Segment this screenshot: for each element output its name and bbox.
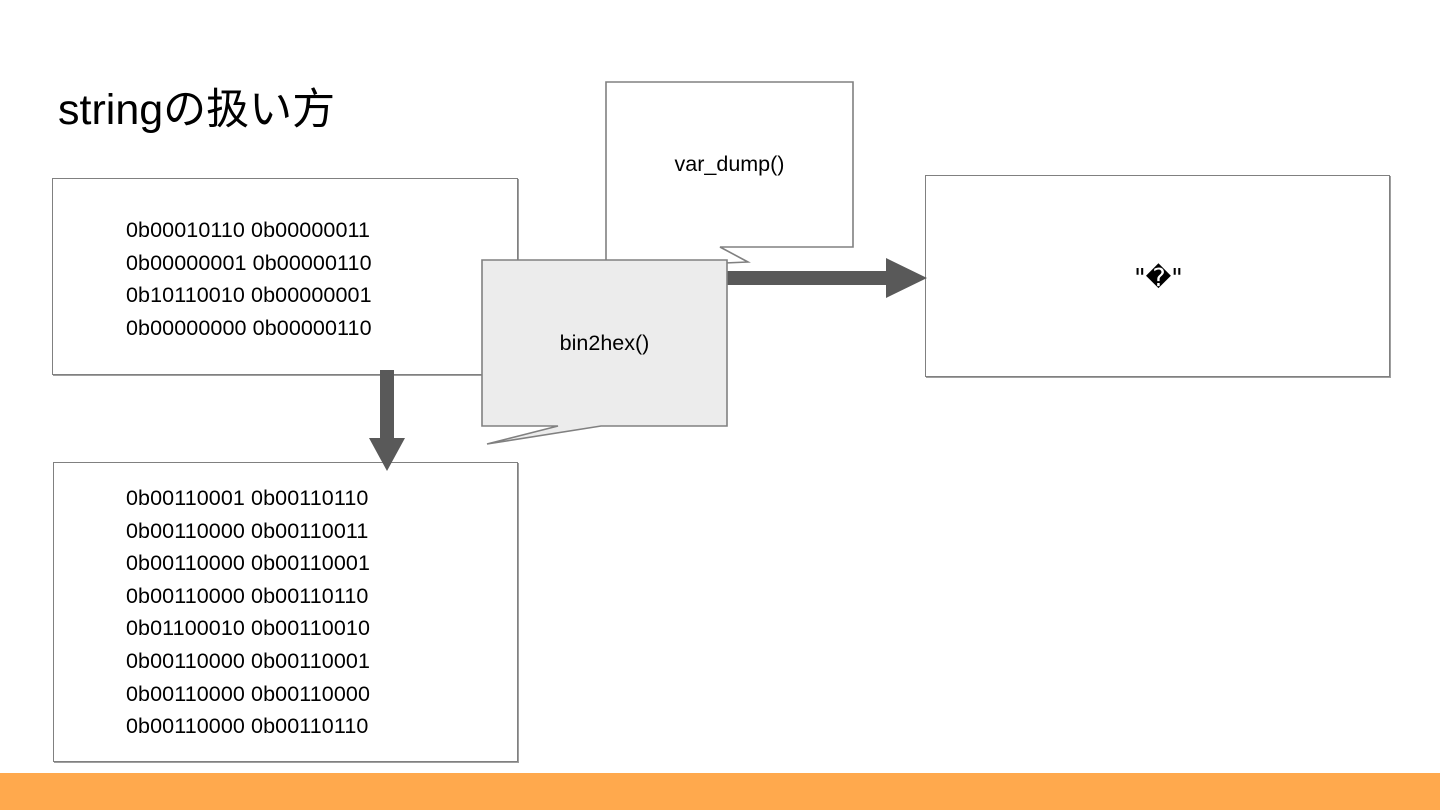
binary-output-text: 0b00110001 0b00110110 0b00110000 0b00110… — [126, 486, 371, 739]
arrow-right-to-result — [722, 258, 927, 298]
binary-output-box — [53, 462, 518, 762]
result-box: "�" — [925, 175, 1390, 377]
callout-var-dump-label: var_dump() — [674, 152, 785, 176]
callout-var-dump — [605, 81, 854, 269]
page-title: stringの扱い方 — [58, 86, 336, 134]
callout-bin2hex — [481, 259, 728, 445]
callout-bin2hex-label: bin2hex() — [559, 330, 650, 355]
result-value: "�" — [1134, 262, 1183, 292]
binary-input-box — [52, 178, 518, 375]
binary-input-text: 0b00010110 0b00000011 0b00000001 0b00000… — [126, 218, 372, 340]
arrow-down-to-output — [369, 370, 405, 471]
accent-bar — [0, 773, 1440, 810]
